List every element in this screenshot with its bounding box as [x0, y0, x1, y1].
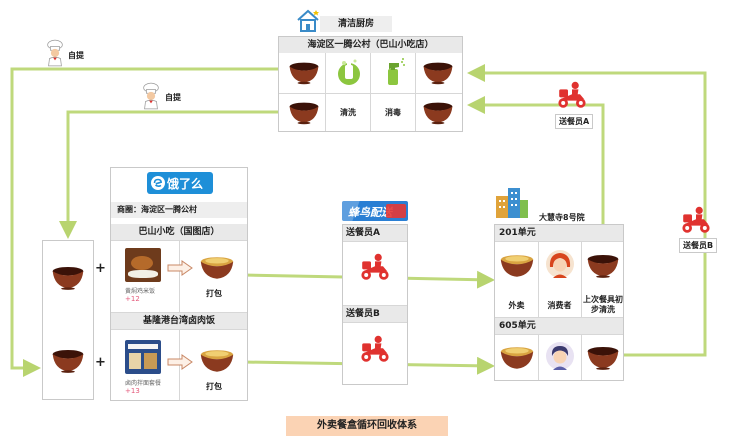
kitchen-title: 清洁厨房	[320, 16, 392, 32]
pack-label: 打包	[206, 289, 222, 298]
clean-label: 清洗	[340, 108, 356, 117]
diagram-caption: 外卖餐盒循环回收体系	[286, 416, 448, 436]
consumer-avatar-female	[546, 250, 574, 278]
platform-panel: 饿了么 商圈：海淀区一腾公村 巴山小吃（国图店） 黄焖鸡米饭 +12 打包 基隆…	[110, 167, 248, 401]
dish-photo	[125, 248, 161, 282]
bowl-icon	[586, 254, 620, 278]
plus-sign: +	[95, 261, 106, 276]
delivery-rider-icon	[359, 335, 391, 363]
store-1-name: 巴山小吃（国图店）	[111, 224, 247, 240]
store-2-name: 基隆港台湾卤肉饭	[111, 313, 247, 329]
dish-count: +13	[125, 387, 140, 395]
delivery-panel: 送餐员A 送餐员B	[342, 224, 408, 385]
dish-count: +12	[125, 295, 140, 303]
right-arrow-icon	[167, 260, 193, 276]
kitchen-panel: 海淀区一腾公村（巴山小吃店） 清洗 消毒	[278, 36, 463, 132]
pack-label: 打包	[206, 382, 222, 391]
bowl-icon	[422, 101, 454, 125]
bowl-icon	[288, 61, 320, 85]
dish-name: 黄焖鸡米饭	[125, 288, 156, 295]
bowl-icon	[51, 265, 85, 291]
rider-b-label: 送餐员B	[343, 306, 407, 322]
house-icon	[297, 9, 319, 32]
takeout-label: 外卖	[508, 301, 525, 310]
food-bowl-icon	[199, 255, 235, 281]
kitchen-title-area: 清洁厨房	[296, 8, 396, 34]
spray-bottle-icon	[388, 58, 405, 85]
consumer-avatar-male	[546, 342, 574, 370]
delivery-logo-text: 蜂鸟配送	[348, 206, 392, 219]
bowl-icon	[288, 101, 320, 125]
bowl-icon	[586, 346, 620, 370]
plus-sign: +	[95, 355, 106, 370]
bowl-icon	[422, 61, 454, 85]
courier-a-icon	[556, 80, 588, 110]
dish-photo	[125, 340, 161, 374]
dish-name: 卤肉拌面套餐	[125, 380, 162, 387]
delivery-logo: 蜂鸟配送	[342, 201, 408, 221]
consumer-label: 消费者	[547, 301, 572, 310]
eleme-logo-text: 饿了么	[167, 177, 204, 191]
chef-icon	[140, 82, 162, 110]
self-pickup-label: 自提	[68, 51, 84, 60]
disinfect-label: 消毒	[385, 108, 401, 117]
food-bowl-icon	[499, 345, 535, 371]
bowl-column	[42, 240, 94, 400]
unit-605-label: 605单元	[495, 318, 623, 334]
delivery-rider-icon	[359, 253, 391, 281]
unit-201-label: 201单元	[495, 225, 623, 241]
kitchen-header: 海淀区一腾公村（巴山小吃店）	[279, 37, 462, 53]
eleme-logo: 饿了么	[147, 172, 213, 194]
building-icon	[496, 188, 528, 218]
detergent-icon	[338, 59, 360, 85]
office-name: 大慧寺8号院	[539, 213, 585, 222]
food-bowl-icon	[499, 253, 535, 279]
eleme-logo-icon	[151, 176, 165, 190]
courier-a-label: 送餐员A	[555, 114, 594, 129]
office-panel: 201单元 外卖 消费者 上次餐具初步清洗 605单元	[494, 224, 624, 381]
courier-b-label: 送餐员B	[679, 238, 718, 253]
bowl-icon	[51, 348, 85, 374]
chef-icon	[44, 39, 66, 67]
right-arrow-icon	[167, 354, 193, 370]
district-label: 商圈：海淀区一腾公村	[111, 202, 247, 218]
self-pickup-label: 自提	[165, 93, 181, 102]
prev-tableware-label: 上次餐具初步清洗	[583, 295, 623, 314]
courier-b-icon	[680, 205, 712, 235]
rider-a-label: 送餐员A	[343, 225, 407, 241]
food-bowl-icon	[199, 348, 235, 374]
